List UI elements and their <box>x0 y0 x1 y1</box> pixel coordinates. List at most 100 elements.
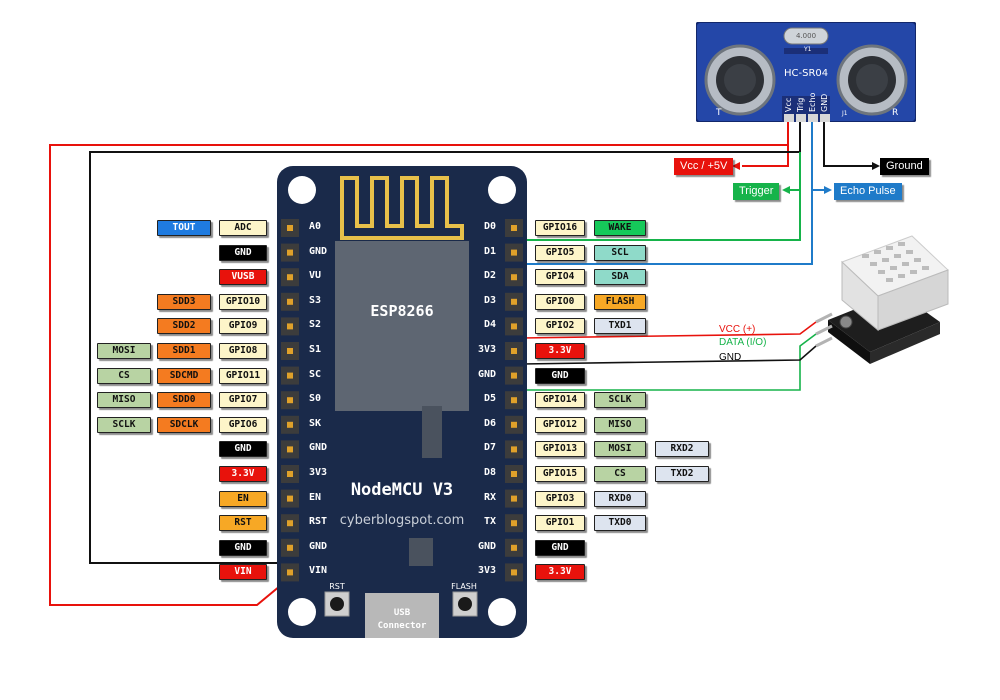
left-pin-label: VIN <box>219 564 267 581</box>
left-pin-label: GND <box>219 539 267 556</box>
left-pin-name: EN <box>309 491 322 503</box>
left-pin-label: GPIO6 <box>219 416 267 433</box>
right-pin-label: GPIO4 <box>535 269 585 286</box>
left-pin-label: GPIO10 <box>219 293 267 310</box>
left-pin-label: CS <box>97 367 151 384</box>
left-header-pin-contact <box>287 569 293 576</box>
ground-wire <box>823 120 872 167</box>
right-pin-name: D7 <box>483 442 496 454</box>
board-name: NodeMCU V3 <box>350 480 454 500</box>
left-header-pin-contact <box>287 471 293 477</box>
right-header-pin-contact <box>511 495 517 502</box>
left-header-pin-contact <box>287 298 293 305</box>
echo-callout: Echo Pulse <box>834 183 902 200</box>
vcc-callout-arrow <box>732 162 740 170</box>
left-pin-label: SDD2 <box>157 318 211 335</box>
left-pin-name: S2 <box>309 319 322 331</box>
right-header-pin-contact <box>511 274 517 281</box>
right-pin-name: D3 <box>483 294 496 306</box>
right-pin-name: GND <box>477 540 496 552</box>
right-pin-label: MOSI <box>594 441 646 458</box>
ground-callout-arrow <box>872 162 880 170</box>
right-pin-name: D5 <box>483 393 496 405</box>
left-pin-name: VU <box>309 270 322 282</box>
left-pin-label: SDCMD <box>157 367 211 384</box>
mount-hole-bl <box>288 598 316 626</box>
dht-gnd-label: GND <box>719 352 742 363</box>
crystal <box>783 27 829 45</box>
right-pin-name: D4 <box>483 319 496 331</box>
right-pin-name: 3V3 <box>477 565 496 577</box>
left-pin-label: TOUT <box>157 220 211 236</box>
left-pin-label: MISO <box>97 392 151 409</box>
right-pin-name: RX <box>483 491 496 503</box>
left-pin-label: GND <box>219 244 267 261</box>
right-pin-label: GPIO5 <box>535 244 585 261</box>
ultrasonic-pin-label: GND <box>820 93 829 112</box>
right-pin-label: RXD2 <box>655 441 709 458</box>
nodemcu-board <box>277 166 527 638</box>
left-pin-name: GND <box>309 442 328 454</box>
right-header-pin-contact <box>511 323 517 330</box>
right-header-pin-contact <box>511 520 517 527</box>
jumper-ref: J1 <box>842 110 848 117</box>
left-header-pin-contact <box>287 225 293 231</box>
left-header-pin-contact <box>287 249 293 256</box>
left-pin-label: GPIO9 <box>219 318 267 335</box>
left-pin-name: 3V3 <box>309 467 328 478</box>
right-header-pin-contact <box>511 298 517 305</box>
echo-callout-arrow <box>824 186 832 194</box>
right-header-pin-contact <box>511 225 517 231</box>
dht-vcc-label: VCC (+) <box>719 324 756 335</box>
usb-label-line1: USB <box>393 608 411 618</box>
right-pin-label: GPIO16 <box>535 220 585 236</box>
left-header-pin-contact <box>287 323 293 330</box>
right-pin-label: CS <box>594 466 646 482</box>
ultrasonic-pin-label: Vcc <box>784 97 793 112</box>
right-pin-name: TX <box>483 516 496 528</box>
left-pin-label: SDD1 <box>157 343 211 359</box>
left-pin-label: EN <box>219 490 267 507</box>
right-pin-label: SCLK <box>594 392 646 409</box>
crystal-ref: Y1 <box>804 46 812 53</box>
left-pin-label: ADC <box>219 220 267 236</box>
left-pin-name: GND <box>309 245 328 257</box>
right-pin-label: GPIO3 <box>535 490 585 507</box>
right-pin-label: SDA <box>594 269 646 286</box>
crystal-text: 4.000 <box>796 32 817 40</box>
flash-button-label: FLASH <box>451 582 477 591</box>
right-header-pin-contact <box>511 249 517 256</box>
t-mark: T <box>716 108 722 118</box>
right-pin-label: 3.3V <box>535 564 585 581</box>
left-pin-label: SCLK <box>97 416 151 433</box>
right-pin-label: GND <box>535 367 585 384</box>
mount-hole-br <box>488 598 516 626</box>
left-pin-label: GND <box>219 441 267 458</box>
trigger-callout-arrow <box>782 186 790 194</box>
right-pin-label: GPIO0 <box>535 293 585 310</box>
vcc-5v-wire <box>49 120 789 606</box>
right-pin-label: GPIO2 <box>535 318 585 335</box>
right-header-pin-contact <box>511 372 517 379</box>
right-pin-label: TXD2 <box>655 466 709 482</box>
usb-label-line2: Connector <box>377 621 427 631</box>
right-pin-label: SCL <box>594 244 646 261</box>
left-pin-name: VIN <box>309 565 328 577</box>
left-header-pin-contact <box>287 446 293 453</box>
left-pin-name: SK <box>309 417 322 429</box>
left-pin-label: RST <box>219 515 267 532</box>
left-header-pin-contact <box>287 348 293 354</box>
left-pin-name: SC <box>309 368 322 380</box>
left-pin-label: GPIO11 <box>219 367 267 384</box>
right-pin-label: 3.3V <box>535 343 585 359</box>
r-mark: R <box>892 108 899 118</box>
right-pin-label: WAKE <box>594 220 646 236</box>
trigger-callout: Trigger <box>733 183 780 200</box>
right-pin-label: GPIO13 <box>535 441 585 458</box>
left-header-pin-contact <box>287 544 293 551</box>
ultrasonic-pin-label: Trig <box>796 97 805 112</box>
dht-sensor <box>815 235 949 364</box>
right-pin-label: GPIO15 <box>535 466 585 482</box>
wifi-antenna <box>340 176 464 240</box>
